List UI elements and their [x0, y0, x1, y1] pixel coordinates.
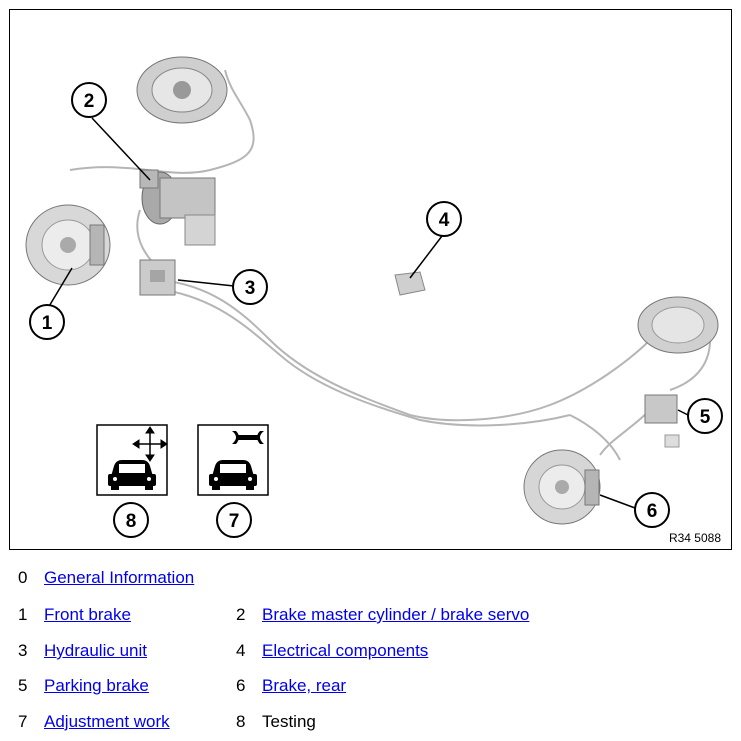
parking-brake-drum-top: [136, 56, 228, 124]
callout-2: 2: [71, 82, 107, 118]
svg-text:4: 4: [439, 210, 450, 231]
brake-lines: [69, 69, 711, 461]
brake-rear-link[interactable]: Brake, rear: [262, 676, 347, 695]
callout-1: 1: [29, 304, 65, 340]
legend-number: 3: [18, 641, 28, 660]
wrench-icon: [232, 431, 264, 444]
diagram-reference-code: R34 5088: [668, 531, 721, 545]
legend-number: 6: [236, 676, 246, 695]
adjustment-icon-box: [197, 424, 269, 496]
legend-number: 0: [18, 568, 28, 587]
svg-text:5: 5: [700, 407, 711, 428]
svg-text:7: 7: [229, 511, 240, 532]
callout-5: 5: [687, 398, 723, 434]
front-brake-disc: [25, 204, 111, 286]
svg-text:6: 6: [647, 501, 658, 522]
diagram-artwork: 2 1 3 4 5 6: [25, 56, 723, 538]
parking-brake-drum-right: [637, 296, 719, 354]
move-arrows-icon: [132, 426, 168, 462]
callout-4: 4: [426, 201, 462, 237]
legend-number: 4: [236, 641, 246, 660]
general-information-link[interactable]: General Information: [44, 568, 195, 587]
adjustment-work-link[interactable]: Adjustment work: [44, 712, 170, 731]
svg-text:3: 3: [245, 278, 256, 299]
callout-3: 3: [232, 269, 268, 305]
parking-brake-link[interactable]: Parking brake: [44, 676, 149, 695]
legend-number: 1: [18, 605, 28, 624]
legend-number: 7: [18, 712, 28, 731]
car-icon: [108, 460, 156, 490]
parking-brake-actuator: [644, 394, 680, 448]
rear-brake-disc: [523, 449, 601, 525]
callout-7: 7: [216, 502, 252, 538]
testing-label: Testing: [262, 712, 316, 731]
electrical-components-link[interactable]: Electrical components: [262, 641, 429, 660]
hydraulic-unit-part: [139, 259, 176, 296]
leader-lines: [47, 117, 689, 509]
brake-master-cylinder-link[interactable]: Brake master cylinder / brake servo: [262, 605, 530, 624]
brake-servo-part: [139, 169, 216, 246]
svg-text:1: 1: [42, 313, 53, 334]
svg-text:8: 8: [126, 511, 137, 532]
front-brake-link[interactable]: Front brake: [44, 605, 131, 624]
car-icon: [209, 460, 257, 490]
svg-text:2: 2: [84, 91, 95, 112]
testing-icon-box: [96, 424, 168, 496]
callout-6: 6: [634, 492, 670, 528]
brake-system-diagram: 2 1 3 4 5 6: [9, 9, 732, 550]
callout-8: 8: [113, 502, 149, 538]
legend-number: 2: [236, 605, 246, 624]
hydraulic-unit-link[interactable]: Hydraulic unit: [44, 641, 147, 660]
legend-number: 8: [236, 712, 246, 731]
electrical-component-part: [394, 271, 426, 296]
legend-number: 5: [18, 676, 28, 695]
